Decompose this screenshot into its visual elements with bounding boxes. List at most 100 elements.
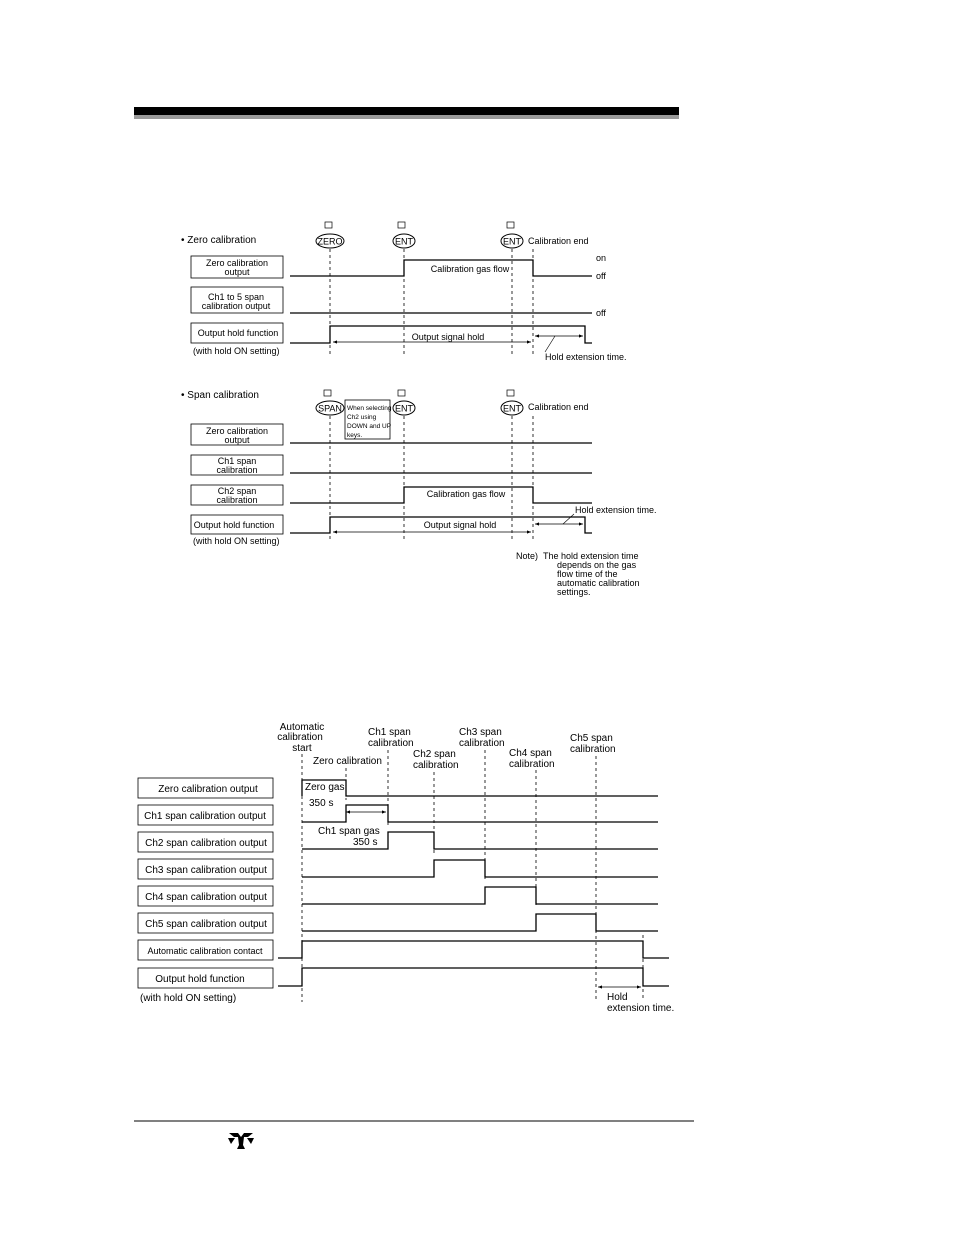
span-hold-waveform xyxy=(290,516,592,534)
span-ent-key-1[interactable]: ENT xyxy=(392,389,416,416)
svg-text:Output hold function: Output hold function xyxy=(198,328,279,338)
ent-key-1[interactable]: ENT xyxy=(392,221,416,249)
svg-text:SPAN: SPAN xyxy=(318,404,342,414)
svg-text:Note): Note) xyxy=(516,551,538,561)
svg-text:Ch4 span calibration output: Ch4 span calibration output xyxy=(145,892,267,903)
svg-text:Ch2 span: Ch2 span xyxy=(218,486,257,496)
teledyne-logo-icon xyxy=(228,1133,254,1149)
svg-text:start: start xyxy=(292,743,312,754)
span-key[interactable]: SPAN xyxy=(315,389,345,416)
auto-hold-ext-2: extension time. xyxy=(607,1003,674,1014)
span-row-ch1: Ch1 span calibration xyxy=(190,454,284,476)
auto-row-labels: Zero calibration output Ch1 span calibra… xyxy=(137,777,274,989)
hold-extension-note: Note) The hold extension time depends on… xyxy=(516,551,640,597)
off-label-1: off xyxy=(596,271,606,281)
svg-text:flow time of the: flow time of the xyxy=(557,569,618,579)
auto-waveforms xyxy=(278,779,669,987)
svg-text:calibration: calibration xyxy=(509,759,555,770)
auto-ch5-label: Ch5 span calibration xyxy=(570,733,616,755)
svg-text:ENT: ENT xyxy=(395,237,414,247)
zero-row-zero-output: Zero calibration output xyxy=(190,255,284,279)
zero-gas-time: 350 s xyxy=(309,798,333,809)
auto-ch4-label: Ch4 span calibration xyxy=(509,748,555,770)
svg-text:settings.: settings. xyxy=(557,587,591,597)
auto-ch3-label: Ch3 span calibration xyxy=(459,727,505,749)
auto-start-label: Automatic calibration start xyxy=(277,722,324,754)
zero-hold-waveform xyxy=(290,325,592,344)
svg-text:calibration: calibration xyxy=(459,738,505,749)
svg-text:output: output xyxy=(224,267,250,277)
automatic-calibration-diagram: Automatic calibration start Zero calibra… xyxy=(137,722,674,1014)
svg-text:The hold extension time: The hold extension time xyxy=(543,551,639,561)
off-label-2: off xyxy=(596,308,606,318)
svg-text:Output hold function: Output hold function xyxy=(155,974,245,985)
auto-hold-setting: (with hold ON setting) xyxy=(140,993,236,1004)
span-row-zero-output: Zero calibration output xyxy=(190,423,284,446)
svg-text:Ch5 span calibration output: Ch5 span calibration output xyxy=(145,919,267,930)
zero-signal-hold: Output signal hold xyxy=(412,332,485,342)
span-calibration-diagram: • Span calibration SPAN ENT ENT Calibrat… xyxy=(181,389,657,597)
svg-text:Ch2 using: Ch2 using xyxy=(347,414,377,421)
svg-text:depends on the gas: depends on the gas xyxy=(557,560,637,570)
svg-text:calibration: calibration xyxy=(216,495,257,505)
span-hold-setting: (with hold ON setting) xyxy=(193,536,280,546)
span-row-ch2: Ch2 span calibration xyxy=(190,484,284,506)
ch2-span-waveform xyxy=(290,486,592,504)
zero-gas-label: Zero gas xyxy=(305,782,344,793)
svg-text:ENT: ENT xyxy=(503,404,522,414)
svg-text:automatic calibration: automatic calibration xyxy=(557,578,640,588)
svg-text:Ch3 span calibration output: Ch3 span calibration output xyxy=(145,865,267,876)
span-row-output-hold: Output hold function xyxy=(190,514,284,535)
zero-calibration-diagram: • Zero calibration ZERO ENT ENT Calibrat… xyxy=(181,221,627,362)
zero-output-waveform xyxy=(290,259,592,277)
zero-row-span-output: Ch1 to 5 span calibration output xyxy=(190,286,284,314)
svg-text:Zero calibration: Zero calibration xyxy=(206,258,268,268)
auto-zero-cal-label: Zero calibration xyxy=(313,756,382,767)
svg-text:calibration: calibration xyxy=(368,738,414,749)
span-ent-key-2[interactable]: ENT xyxy=(500,389,524,416)
on-label: on xyxy=(596,253,606,263)
svg-text:Ch4 span: Ch4 span xyxy=(509,748,552,759)
auto-ch2-label: Ch2 span calibration xyxy=(413,749,459,771)
auto-hold-ext-1: Hold xyxy=(607,992,628,1003)
svg-text:Ch3 span: Ch3 span xyxy=(459,727,502,738)
svg-text:Ch1 span: Ch1 span xyxy=(218,456,257,466)
svg-text:ENT: ENT xyxy=(503,237,522,247)
zero-row-output-hold: Output hold function xyxy=(190,322,284,344)
svg-text:calibration: calibration xyxy=(277,732,323,743)
svg-text:Automatic: Automatic xyxy=(280,722,324,733)
span-signal-hold: Output signal hold xyxy=(424,520,497,530)
svg-text:calibration: calibration xyxy=(413,760,459,771)
select-note-box: When selecting Ch2 using DOWN and UP key… xyxy=(344,399,392,440)
svg-text:Ch5 span: Ch5 span xyxy=(570,733,613,744)
ch1-gas-time: 350 s xyxy=(353,837,377,848)
zero-section-title: • Zero calibration xyxy=(181,235,256,246)
header-bar xyxy=(134,107,679,119)
svg-text:Ch2 span: Ch2 span xyxy=(413,749,456,760)
svg-text:Output hold function: Output hold function xyxy=(194,520,275,530)
span-section-title: • Span calibration xyxy=(181,390,259,401)
svg-text:Zero calibration: Zero calibration xyxy=(206,426,268,436)
zero-key[interactable]: ZERO xyxy=(315,221,345,249)
svg-text:Ch1 span calibration output: Ch1 span calibration output xyxy=(144,811,266,822)
zero-calibration-end: Calibration end xyxy=(528,236,589,246)
svg-text:ENT: ENT xyxy=(395,404,414,414)
svg-text:calibration: calibration xyxy=(216,465,257,475)
zero-hold-extension: Hold extension time. xyxy=(545,352,627,362)
svg-text:DOWN and UP: DOWN and UP xyxy=(347,423,391,430)
svg-text:Automatic calibration contact: Automatic calibration contact xyxy=(147,946,263,956)
svg-text:ZERO: ZERO xyxy=(317,237,342,247)
svg-text:When selecting: When selecting xyxy=(347,405,392,412)
ch1-gas-label: Ch1 span gas xyxy=(318,826,380,837)
span-calibration-end: Calibration end xyxy=(528,402,589,412)
auto-ch1-label: Ch1 span calibration xyxy=(368,727,414,749)
svg-text:Zero calibration output: Zero calibration output xyxy=(158,784,258,795)
zero-hold-setting: (with hold ON setting) xyxy=(193,346,280,356)
svg-text:calibration output: calibration output xyxy=(202,301,271,311)
zero-gas-flow-label: Calibration gas flow xyxy=(431,264,510,274)
svg-text:Ch1 span: Ch1 span xyxy=(368,727,411,738)
svg-text:output: output xyxy=(224,435,250,445)
ent-key-2[interactable]: ENT xyxy=(500,221,524,249)
span-gas-flow-label: Calibration gas flow xyxy=(427,489,506,499)
